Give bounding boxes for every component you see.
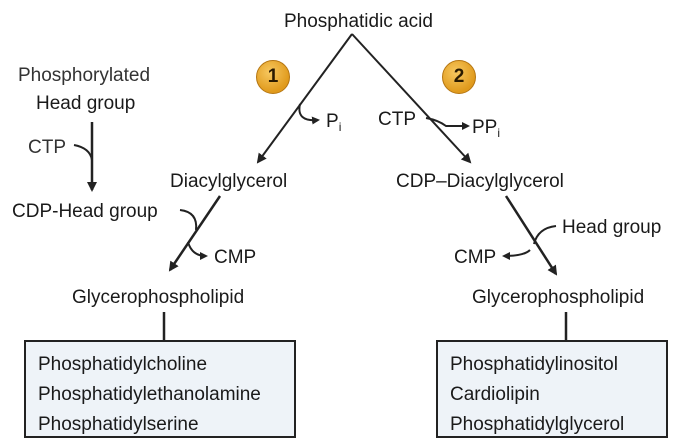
node-ctp-right: CTP	[378, 109, 416, 130]
node-cdp-head-group: CDP-Head group	[12, 201, 158, 222]
arrow-headgroup-right-in	[533, 225, 557, 245]
product-box-left: Phosphatidylcholine Phosphatidylethanola…	[24, 340, 296, 438]
product-left-item: Phosphatidylserine	[38, 414, 199, 435]
arrow-pi-release	[298, 103, 320, 125]
arrow-cmp-right	[502, 249, 531, 260]
arrow-pa-to-cdpdag	[351, 33, 472, 164]
product-right-item: Phosphatidylglycerol	[450, 414, 625, 435]
node-ctp-left: CTP	[28, 137, 66, 158]
arrow-ctp-left	[73, 144, 93, 161]
step-badge-1: 1	[256, 60, 290, 94]
arrow-dag-to-glycero	[168, 195, 222, 272]
product-box-right: Phosphatidylinositol Cardiolipin Phospha…	[436, 340, 668, 438]
arrow-cmp-left	[187, 241, 208, 260]
product-right-item: Cardiolipin	[450, 384, 540, 405]
node-pi: Pi	[326, 111, 342, 134]
node-cmp-left: CMP	[214, 247, 257, 268]
node-cmp-right: CMP	[454, 247, 497, 268]
product-left-item: Phosphatidylcholine	[38, 354, 208, 375]
node-head-group-top: Head group	[36, 93, 136, 114]
product-right-item: Phosphatidylinositol	[450, 354, 618, 375]
product-left-item: Phosphatidylethanolamine	[38, 384, 261, 405]
node-glycerophospholipid-left: Glycerophospholipid	[72, 287, 245, 308]
arrow-cdpdag-to-glycero	[504, 195, 558, 276]
node-head-group-right: Head group	[562, 217, 662, 238]
arrow-pa-to-dag	[256, 33, 353, 164]
node-ppi: PPi	[472, 117, 501, 140]
arrow-cdp-head-in	[179, 209, 198, 231]
step-badge-2: 2	[442, 60, 476, 94]
node-cdp-diacylglycerol: CDP–Diacylglycerol	[396, 171, 564, 192]
arrow-ctp-ppi	[425, 117, 470, 130]
node-glycerophospholipid-right: Glycerophospholipid	[472, 287, 645, 308]
node-phosphatidic-acid: Phosphatidic acid	[284, 11, 433, 32]
node-phosphorylated: Phosphorylated	[18, 65, 151, 86]
node-diacylglycerol: Diacylglycerol	[170, 171, 288, 192]
